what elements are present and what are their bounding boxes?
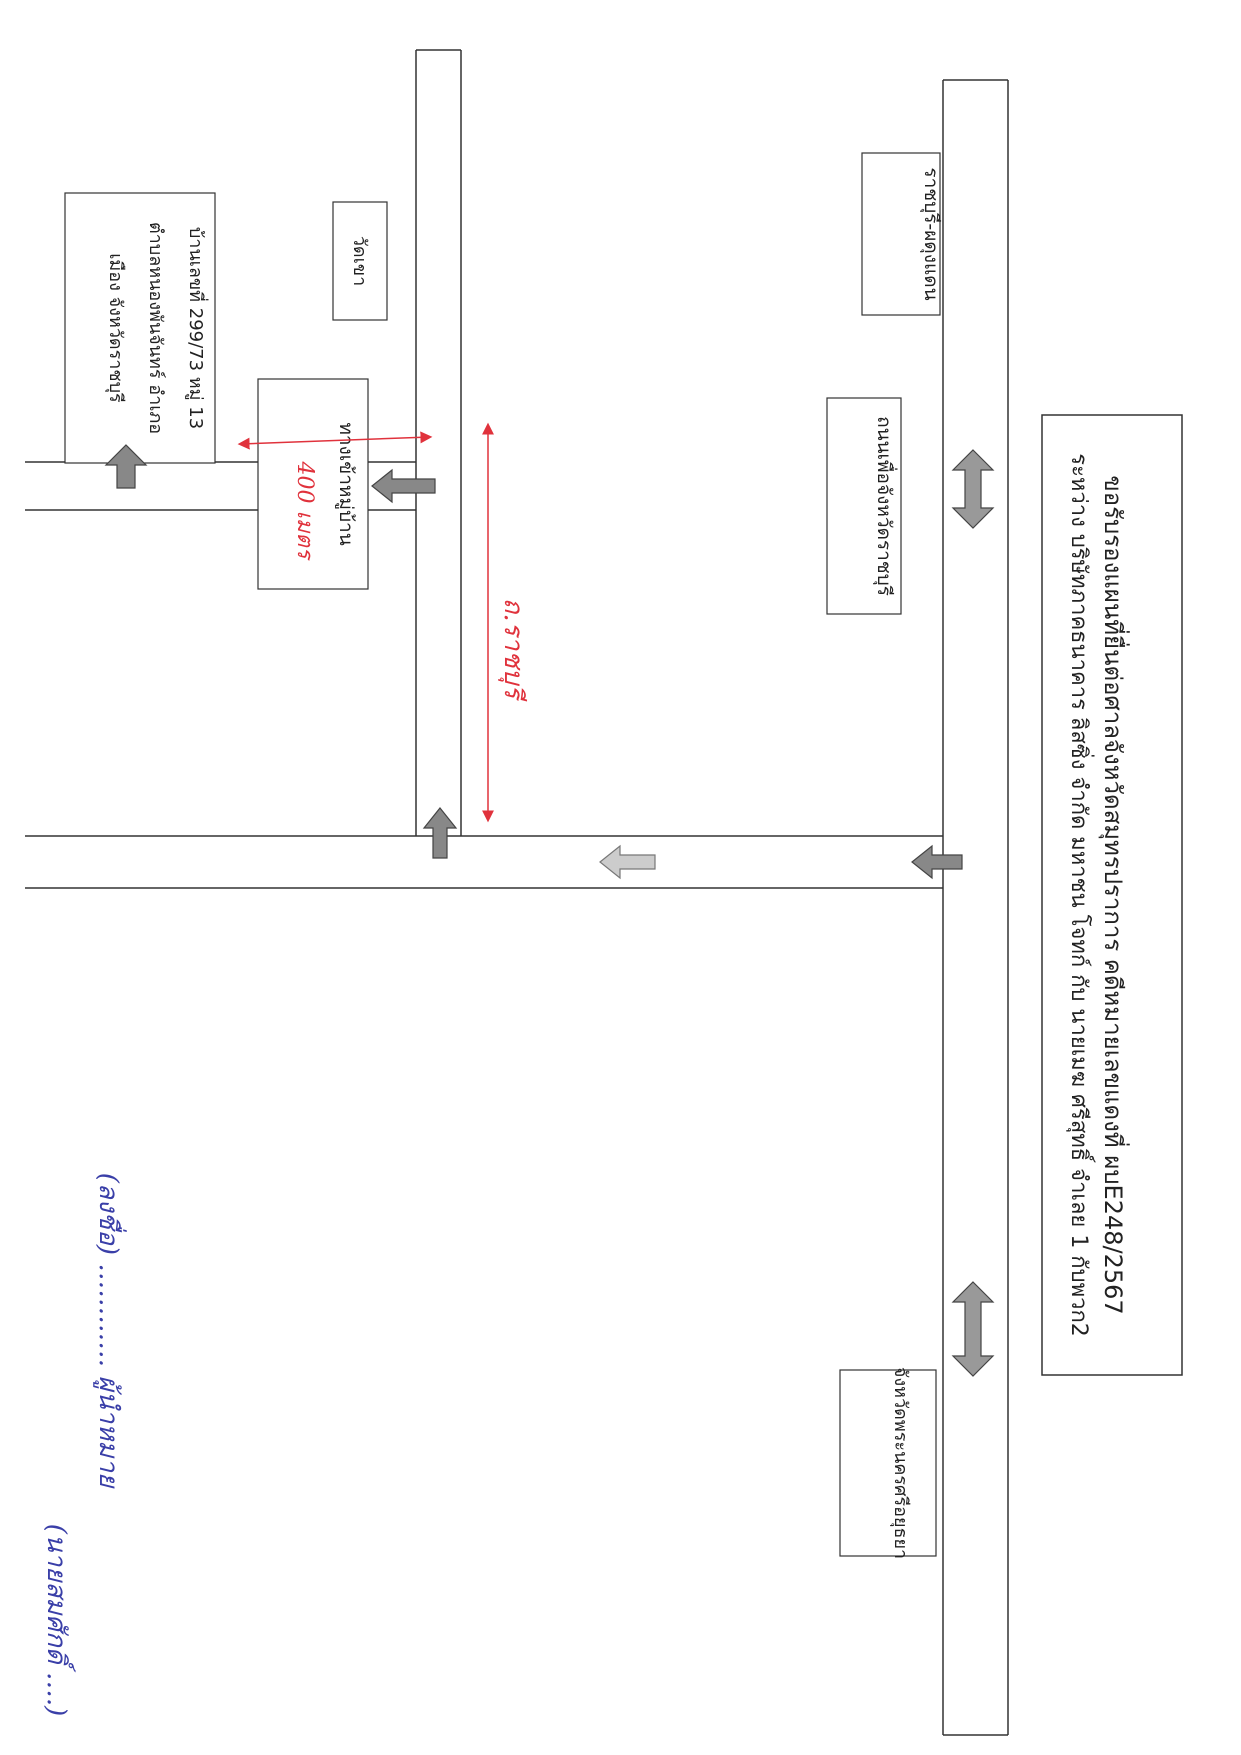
temple-label: วัดเขา xyxy=(349,236,370,286)
signature-line-1: (ลงชื่อ) ………… ผู้นำหมาย xyxy=(93,1173,127,1489)
title-line-1: ขอรับรองแผนที่ยื่นต่อศาลจังหวัดสมุทรปราก… xyxy=(1098,475,1130,1314)
nakhon-pathom-road-box xyxy=(826,397,902,615)
arrow-up-icon xyxy=(422,807,458,859)
cross-road xyxy=(25,835,943,889)
title-line-2: ระหว่าง บริษัทภาคธนาคาร ลิสซิ่ง จำกัด มห… xyxy=(1066,453,1095,1337)
village-entrance-label: ทางเข้าหมู่บ้าน xyxy=(335,422,357,545)
rachaburi-road-box xyxy=(861,152,941,316)
address-line-2: ตำบลหนองพันจันทร์ อำเภอ xyxy=(145,222,166,434)
address-box xyxy=(64,192,216,464)
arrow-left-light-icon xyxy=(599,844,656,880)
double-arrow-icon xyxy=(951,449,995,529)
address-line-3: เมือง จังหวัดราชบุรี xyxy=(105,253,126,403)
arrow-left-icon xyxy=(911,844,963,880)
nakhon-pathom-road-label: ถนนเพื่อจังหวัดราชบุรี xyxy=(872,416,898,596)
temple-box xyxy=(332,201,388,321)
secondary-road xyxy=(415,49,462,836)
address-line-1: บ้านเลขที่ 299/73 หมู่ 13 xyxy=(185,227,209,429)
main-road xyxy=(942,79,1009,1736)
double-arrow-icon xyxy=(951,1281,995,1377)
village-entrance-box xyxy=(257,378,369,590)
signature-line-2: (นายสมศักดิ์ ….) xyxy=(41,1524,76,1717)
title-box xyxy=(1041,414,1183,1376)
bottom-province-label: จังหวัดพระนครศรีอยุธยา xyxy=(890,1367,911,1559)
distance-short-label: 400 เมตร xyxy=(292,460,317,561)
bottom-province-box xyxy=(839,1369,937,1557)
rachaburi-road-label: ราชบุรี-ผดุงแดน xyxy=(919,167,942,300)
arrow-left-icon xyxy=(371,468,436,504)
distance-short-marker xyxy=(237,431,433,450)
arrow-up-icon xyxy=(104,444,148,489)
distance-long-label: ถ.ราชบุรี xyxy=(498,598,528,703)
